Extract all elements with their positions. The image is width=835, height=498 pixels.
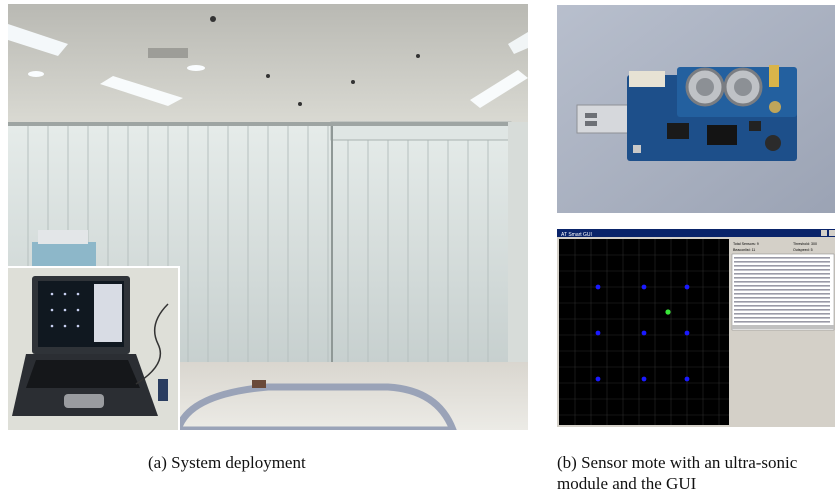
ultrasonic-receiver-core — [734, 78, 752, 96]
sensor-node — [684, 376, 690, 382]
panel-heading-left: Total Sensors: 9 — [733, 242, 759, 246]
sensor-node — [641, 376, 647, 382]
spot-light — [28, 71, 44, 77]
sensor-node — [684, 330, 690, 336]
usb-cable — [135, 303, 169, 385]
ceiling-sensor — [298, 102, 302, 106]
caption-sensor-mote-gui: (b) Sensor mote with an ultra-sonic modu… — [557, 453, 798, 493]
sensor-node — [641, 284, 647, 290]
vent — [148, 48, 188, 58]
gui-window: AT Smart GUI — [557, 229, 835, 427]
deployment-scene — [8, 4, 528, 430]
ceiling-light — [8, 24, 68, 56]
crystal — [769, 101, 781, 113]
mobile-node — [665, 309, 671, 315]
minimize-button[interactable] — [821, 230, 827, 236]
caption-system-deployment: (a) System deployment — [148, 453, 306, 472]
chip — [667, 123, 689, 139]
title-bar — [557, 229, 835, 237]
window-title: AT Smart GUI — [561, 232, 592, 238]
box-stack — [38, 230, 88, 244]
led — [633, 145, 641, 153]
header-connector — [629, 71, 665, 87]
sensor-mote-scene — [557, 5, 835, 213]
ceiling-sensor — [210, 16, 216, 22]
ceiling-sensor — [416, 54, 420, 58]
spot-light — [187, 65, 205, 71]
laptop-touchpad — [64, 394, 104, 408]
ceiling-sensor — [351, 80, 355, 84]
capacitor — [765, 135, 781, 151]
system-deployment-photo — [8, 4, 528, 430]
base-station-mote — [158, 379, 168, 401]
laptop-inset — [8, 266, 180, 430]
panel-heading-right: Threshold: 300 — [793, 242, 817, 246]
gui-screenshot: AT Smart GUI — [557, 229, 835, 427]
sensor-node — [595, 330, 601, 336]
inset-border — [178, 266, 180, 430]
chip — [707, 125, 737, 145]
ceiling-sensor — [266, 74, 270, 78]
usb-pin — [585, 121, 597, 126]
box-stack — [32, 242, 96, 266]
inset-border — [8, 266, 180, 268]
wall-pillar — [508, 122, 528, 362]
sensor-node — [595, 376, 601, 382]
close-button[interactable] — [829, 230, 835, 236]
chip — [749, 121, 761, 131]
usb-pin — [585, 113, 597, 118]
ceiling-light — [100, 76, 183, 106]
ceiling-light — [508, 32, 528, 54]
sensor-node — [684, 284, 690, 290]
laptop-screen-panel — [94, 284, 122, 342]
mobile-robot — [252, 380, 266, 388]
usb-plug — [576, 104, 634, 134]
window-frame — [331, 122, 333, 362]
track — [174, 383, 457, 430]
horizontal-scrollbar[interactable] — [732, 325, 834, 329]
sensor-node — [641, 330, 647, 336]
laptop-keyboard — [26, 360, 140, 388]
ultrasonic-transmitter-core — [696, 78, 714, 96]
panel-sub-right: Outspeed: 5 — [793, 248, 813, 252]
log-rows — [734, 257, 830, 323]
curtain-rail — [8, 122, 528, 126]
sensor-nodes — [595, 284, 690, 382]
sensor-node — [595, 284, 601, 290]
ceiling-light — [470, 70, 528, 108]
panel-sub-left: Beaconlist: 11 — [733, 248, 755, 252]
laptop-screen-dots — [50, 292, 80, 328]
sensor-mote-photo — [557, 5, 835, 213]
antenna-connector — [769, 65, 779, 87]
ceiling — [8, 4, 528, 122]
